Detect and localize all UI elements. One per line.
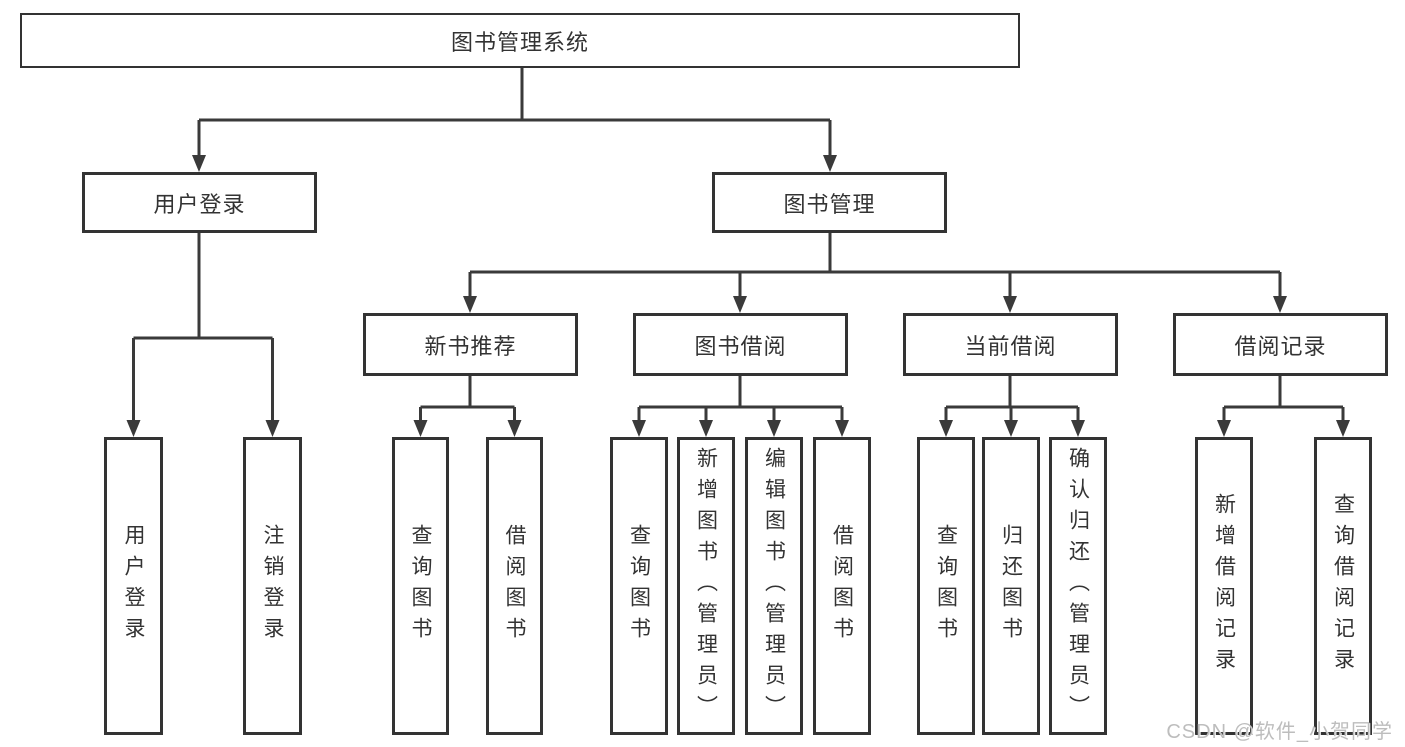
node-borrow-records-label: 借阅记录: [1234, 333, 1327, 359]
leaf-edit-book-admin: 编辑图书（管理员）: [745, 437, 803, 735]
node-user-login-label: 用户登录: [153, 191, 246, 217]
leaf-confirm-return-admin: 确认归还（管理员）: [1049, 437, 1107, 735]
leaf-query-books-borrow: 查询图书: [610, 437, 668, 735]
node-book-management-label: 图书管理: [783, 191, 876, 217]
node-root: 图书管理系统: [20, 13, 1020, 68]
leaf-label: 查询图书: [934, 524, 958, 648]
node-book-management: 图书管理: [712, 172, 947, 233]
leaf-borrow-books-recommend: 借阅图书: [486, 437, 543, 735]
leaf-label: 新增借阅记录: [1212, 493, 1236, 679]
leaf-label: 编辑图书（管理员）: [762, 446, 786, 726]
node-root-label: 图书管理系统: [450, 29, 589, 55]
leaf-label: 借阅图书: [503, 524, 526, 648]
leaf-label: 归还图书: [999, 524, 1023, 648]
node-current-borrow-label: 当前借阅: [964, 333, 1057, 359]
leaf-borrow-books: 借阅图书: [813, 437, 871, 735]
csdn-watermark: CSDN @软件_小贺同学: [1166, 721, 1393, 743]
leaf-user-login-label: 用户登录: [122, 524, 145, 648]
leaf-label: 新增图书（管理员）: [694, 446, 718, 726]
leaf-label: 查询借阅记录: [1331, 493, 1355, 679]
leaf-query-books-current: 查询图书: [917, 437, 975, 735]
node-book-borrow-label: 图书借阅: [694, 333, 787, 359]
tree-edges: [132, 68, 1345, 424]
leaf-label: 确认归还（管理员）: [1066, 446, 1090, 726]
leaf-label: 查询图书: [627, 524, 651, 648]
leaf-return-books: 归还图书: [982, 437, 1040, 735]
leaf-label: 借阅图书: [830, 524, 854, 648]
node-book-borrow: 图书借阅: [633, 313, 848, 376]
leaf-query-books-recommend: 查询图书: [392, 437, 449, 735]
leaf-user-login: 用户登录: [104, 437, 163, 735]
node-borrow-records: 借阅记录: [1173, 313, 1388, 376]
leaf-add-book-admin: 新增图书（管理员）: [677, 437, 735, 735]
node-new-book-recommend: 新书推荐: [363, 313, 578, 376]
node-user-login: 用户登录: [82, 172, 317, 233]
leaf-add-borrow-record: 新增借阅记录: [1195, 437, 1253, 735]
node-new-book-recommend-label: 新书推荐: [424, 333, 517, 359]
arrowheads: [126, 155, 1350, 437]
leaf-label: 查询图书: [409, 524, 432, 648]
leaf-query-borrow-record: 查询借阅记录: [1314, 437, 1372, 735]
leaf-logout: 注销登录: [243, 437, 302, 735]
leaf-logout-label: 注销登录: [261, 524, 284, 648]
node-current-borrow: 当前借阅: [903, 313, 1118, 376]
